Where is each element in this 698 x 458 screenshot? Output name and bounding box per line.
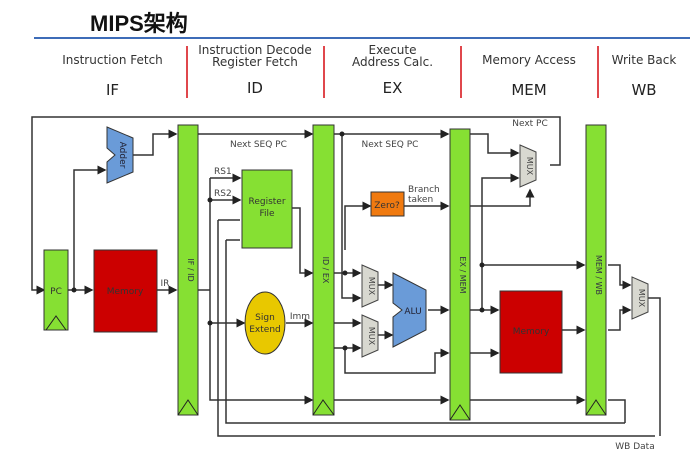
- write-back-mux: [631, 276, 649, 320]
- title-rule: [34, 37, 690, 39]
- stage-ex-name-line2: Address Calc.: [351, 55, 434, 69]
- clock-icon: [45, 315, 67, 331]
- clock-icon: [585, 399, 607, 416]
- sign-extend-label-line1: Sign: [255, 313, 275, 323]
- wires: [31, 116, 661, 437]
- next-pc-label: Next PC: [512, 119, 548, 129]
- adder-label: Adder: [117, 142, 127, 169]
- wire-junctions: [71, 131, 485, 351]
- ir-label: IR: [161, 279, 170, 289]
- stage-ex-abbr: EX: [382, 79, 403, 97]
- zero-check-label: Zero?: [374, 201, 400, 211]
- stage-separator: [597, 46, 599, 98]
- rs1-label: RS1: [214, 167, 232, 177]
- stage-id-name-line1: Instruction Decode: [198, 43, 312, 57]
- stage-separator: [186, 46, 188, 98]
- page-title: MIPS架构: [90, 11, 188, 36]
- mux-label: MUX: [367, 327, 376, 346]
- alu: [392, 272, 427, 348]
- ex-mem-register: [449, 128, 471, 421]
- mem-wb-label: MEM / WB: [594, 255, 603, 295]
- stage-if-abbr: IF: [105, 81, 120, 99]
- stage-mem-name: Memory Access: [482, 53, 576, 67]
- sign-extend-label-line2: Extend: [249, 325, 281, 335]
- register-file-label-line1: Register: [248, 197, 285, 207]
- alu-input-mux-b: [361, 314, 379, 358]
- register-file: [241, 169, 293, 249]
- stage-id: Instruction Decode Register Fetch ID: [188, 43, 322, 96]
- register-file-label-line2: File: [259, 209, 275, 219]
- next-seq-pc-label-2: Next SEQ PC: [362, 140, 419, 150]
- stage-id-name-line2: Register Fetch: [212, 55, 298, 69]
- alu-input-mux-a: [361, 264, 379, 308]
- adder: [106, 126, 134, 184]
- instruction-memory-label: Memory: [107, 287, 144, 297]
- next-pc-mux: [519, 144, 537, 188]
- stage-ex: Execute Address Calc. EX: [325, 43, 460, 96]
- mux-label: MUX: [525, 157, 534, 176]
- data-memory-label: Memory: [513, 327, 550, 337]
- stage-wb: Write Back WB: [599, 53, 689, 98]
- mem-wb-register: [585, 124, 607, 416]
- pc-label: PC: [50, 287, 62, 297]
- data-memory: [499, 290, 563, 374]
- stage-mem: Memory Access MEM: [462, 53, 596, 98]
- stage-separator: [323, 46, 325, 98]
- stage-separator: [460, 46, 462, 98]
- mux-label: MUX: [637, 289, 646, 308]
- clock-icon: [177, 399, 199, 416]
- id-ex-register: [312, 124, 335, 416]
- stage-if-name: Instruction Fetch: [62, 53, 163, 67]
- wb-data-label: WB Data: [615, 442, 654, 452]
- stage-ex-name-line1: Execute: [368, 43, 417, 57]
- imm-label: Imm: [290, 312, 310, 322]
- stage-if: Instruction Fetch IF: [40, 53, 185, 98]
- next-seq-pc-label-1: Next SEQ PC: [230, 140, 287, 150]
- sign-extend: [244, 291, 286, 355]
- stage-mem-abbr: MEM: [511, 81, 547, 99]
- branch-taken-label-line2: taken: [408, 195, 433, 205]
- branch-taken-label-line1: Branch: [408, 185, 440, 195]
- stage-id-abbr: ID: [247, 79, 263, 97]
- ex-mem-label: EX / MEM: [458, 256, 467, 293]
- if-id-register: [177, 124, 199, 416]
- clock-icon: [449, 404, 471, 421]
- mux-label: MUX: [367, 277, 376, 296]
- if-id-label: IF / ID: [186, 258, 195, 281]
- alu-label: ALU: [404, 307, 421, 317]
- zero-check: [370, 191, 405, 217]
- id-ex-label: ID / EX: [321, 257, 330, 284]
- clock-icon: [312, 399, 335, 416]
- rs2-label: RS2: [214, 189, 232, 199]
- stage-wb-abbr: WB: [631, 81, 657, 99]
- instruction-memory: [93, 249, 158, 333]
- stage-wb-name: Write Back: [611, 53, 677, 67]
